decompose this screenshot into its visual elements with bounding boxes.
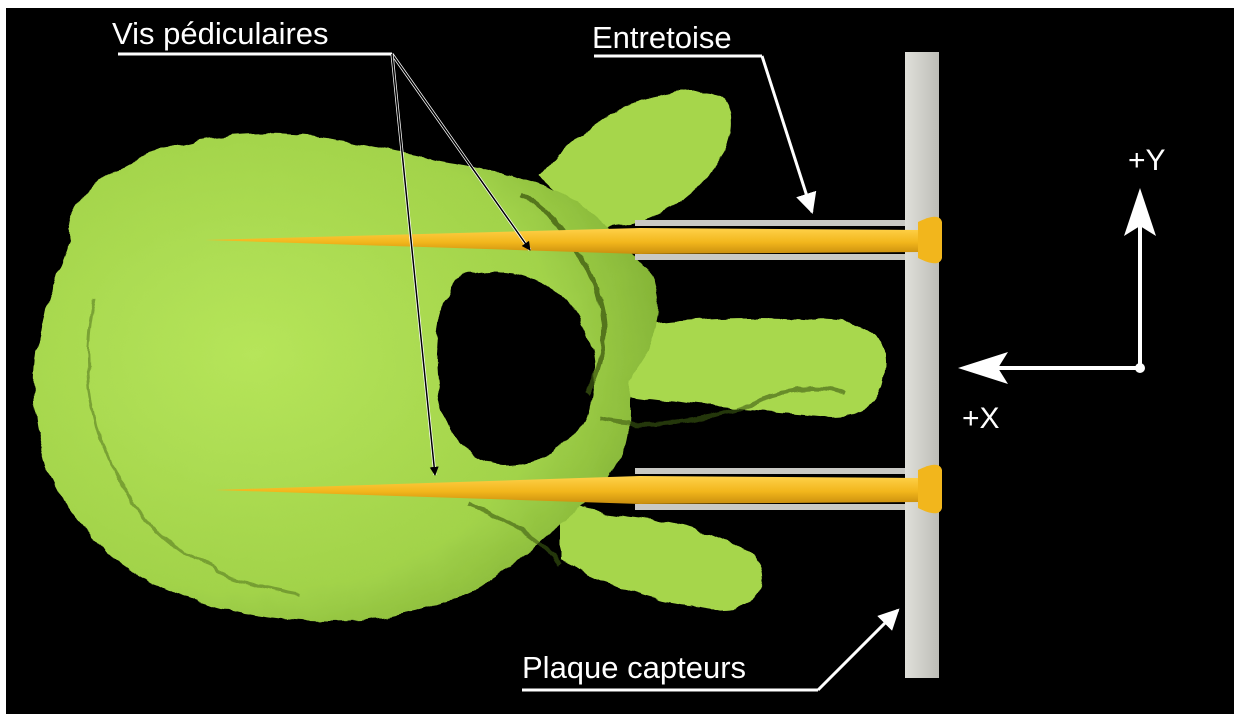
axis-x-label: +X xyxy=(962,404,1000,434)
sensor-plate xyxy=(905,52,939,678)
axis-y-label: +Y xyxy=(1128,146,1166,176)
label-spacer: Entretoise xyxy=(592,22,732,53)
label-sensor-plate: Plaque capteurs xyxy=(522,652,746,683)
axis-origin xyxy=(1135,363,1145,373)
label-pedicle-screws: Vis pédiculaires xyxy=(112,18,329,49)
